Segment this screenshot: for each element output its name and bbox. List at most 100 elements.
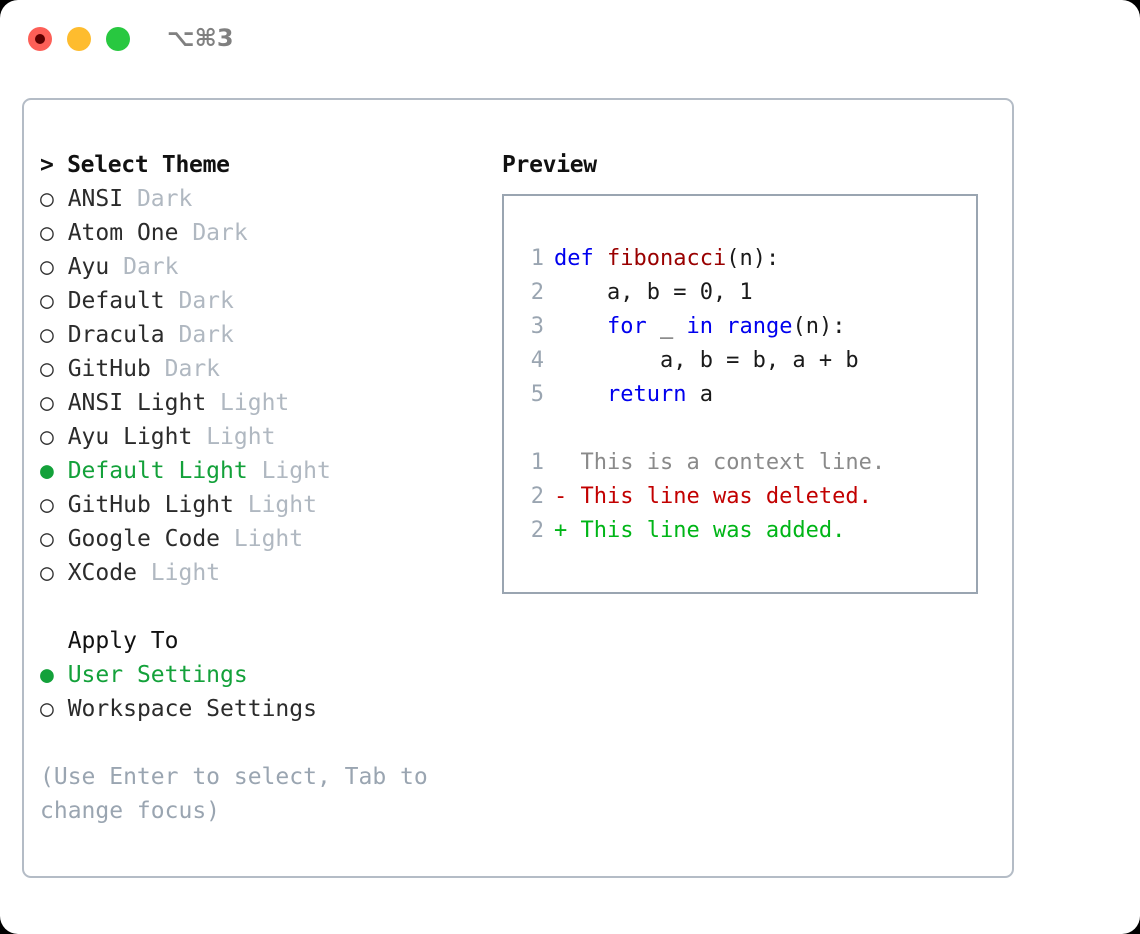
code-token: range [726,314,793,339]
radio-unselected-icon[interactable]: ○ [40,356,54,382]
theme-variant-tag: Dark [150,356,221,382]
main-panel: > Select Theme ○ ANSI Dark○ Atom One Dar… [22,98,1014,878]
radio-selected-icon[interactable]: ● [40,458,54,484]
theme-list-item[interactable]: ○ Ayu Dark [40,250,492,284]
apply-to-option[interactable]: ● User Settings [40,658,492,692]
theme-name: Atom One [53,220,179,246]
theme-variant-tag: Light [192,424,276,450]
diff-text: This line was deleted. [567,484,872,509]
line-number: 2 [530,484,544,509]
theme-list-item[interactable]: ○ GitHub Dark [40,352,492,386]
theme-variant-tag: Dark [123,186,193,212]
diff-line: 2+ This line was added. [518,514,968,548]
theme-name: ANSI [53,186,124,212]
theme-list-item[interactable]: ○ Google Code Light [40,522,492,556]
theme-name: Dracula [53,322,165,348]
theme-variant-tag: Light [206,390,290,416]
preview-header: Preview [502,152,597,178]
diff-lines: 1 This is a context line. 2- This line wa… [518,446,968,548]
radio-unselected-icon[interactable]: ○ [40,492,54,518]
apply-to-options: ● User Settings○ Workspace Settings [40,658,492,726]
theme-name: Ayu [53,254,110,280]
theme-list-item[interactable]: ○ Default Dark [40,284,492,318]
radio-unselected-icon[interactable]: ○ [40,322,54,348]
theme-name: Default Light [53,458,248,484]
diff-line: 2- This line was deleted. [518,480,968,514]
theme-name: GitHub Light [53,492,234,518]
theme-variant-tag: Dark [178,220,248,246]
radio-unselected-icon[interactable]: ○ [40,288,54,314]
window-titlebar: ⌥⌘3 [0,0,1140,78]
code-token [554,314,607,339]
radio-unselected-icon[interactable]: ○ [40,560,54,586]
apply-to-section: Apply To ● User Settings○ Workspace Sett… [40,624,492,726]
theme-name: Ayu Light [53,424,193,450]
diff-sign: + [554,518,568,543]
line-number: 3 [530,314,544,339]
maximize-window-button[interactable] [106,27,130,51]
line-number: 1 [530,450,544,475]
diff-sign: - [554,484,568,509]
code-token: def [554,246,607,271]
apply-to-label: Apply To [40,628,179,654]
theme-list-item[interactable]: ○ Atom One Dark [40,216,492,250]
theme-name: GitHub [53,356,151,382]
apply-to-option[interactable]: ○ Workspace Settings [40,692,492,726]
close-window-button[interactable] [28,27,52,51]
code-token [554,382,607,407]
diff-sign [554,450,567,475]
window-title: ⌥⌘3 [167,24,234,52]
theme-name: Default [53,288,165,314]
apply-to-option-label: User Settings [53,662,248,688]
theme-list-item[interactable]: ○ GitHub Light Light [40,488,492,522]
line-number: 5 [530,382,544,407]
theme-name: XCode [53,560,137,586]
code-token: (n): [792,314,846,339]
code-token: _ [646,314,687,339]
minimize-window-button[interactable] [67,27,91,51]
code-token: fibonacci [606,246,727,271]
theme-list-item[interactable]: ○ ANSI Light Light [40,386,492,420]
code-line: 2 a, b = 0, 1 [518,276,968,310]
keyboard-hint: (Use Enter to select, Tab to change focu… [40,764,428,824]
code-line: 5 return a [518,378,968,412]
radio-unselected-icon[interactable]: ○ [40,526,54,552]
theme-list-item[interactable]: ○ Dracula Dark [40,318,492,352]
theme-variant-tag: Light [233,492,317,518]
radio-unselected-icon[interactable]: ○ [40,220,54,246]
theme-name: ANSI Light [53,390,207,416]
code-token: in [686,314,727,339]
radio-unselected-icon[interactable]: ○ [40,696,54,722]
radio-unselected-icon[interactable]: ○ [40,186,54,212]
radio-unselected-icon[interactable]: ○ [40,390,54,416]
radio-selected-icon[interactable]: ● [40,662,54,688]
code-token: a [686,382,713,407]
theme-list-item[interactable]: ○ Ayu Light Light [40,420,492,454]
theme-variant-tag: Dark [109,254,179,280]
theme-list: ○ ANSI Dark○ Atom One Dark○ Ayu Dark○ De… [40,182,492,590]
theme-variant-tag: Light [136,560,221,586]
theme-variant-tag: Light [247,458,331,484]
preview-column: Preview 1 def fibonacci (n): 2 a, b = 0, 1 3… [502,148,1002,594]
apply-to-option-label: Workspace Settings [53,696,317,722]
line-number: 1 [530,246,544,271]
radio-unselected-icon[interactable]: ○ [40,424,54,450]
select-theme-header: > Select Theme [40,152,230,178]
theme-list-item[interactable]: ○ ANSI Dark [40,182,492,216]
radio-unselected-icon[interactable]: ○ [40,254,54,280]
theme-variant-tag: Dark [164,288,234,314]
code-token: return [606,382,687,407]
diff-text: This is a context line. [567,450,886,475]
theme-name: Google Code [53,526,221,552]
code-line: 4 a, b = b, a + b [518,344,968,378]
theme-picker-column: > Select Theme ○ ANSI Dark○ Atom One Dar… [40,148,492,828]
code-token: a, b = 0, 1 [554,280,753,305]
theme-list-item[interactable]: ○ XCode Light [40,556,492,590]
line-number: 4 [530,348,544,373]
theme-list-item[interactable]: ● Default Light Light [40,454,492,488]
